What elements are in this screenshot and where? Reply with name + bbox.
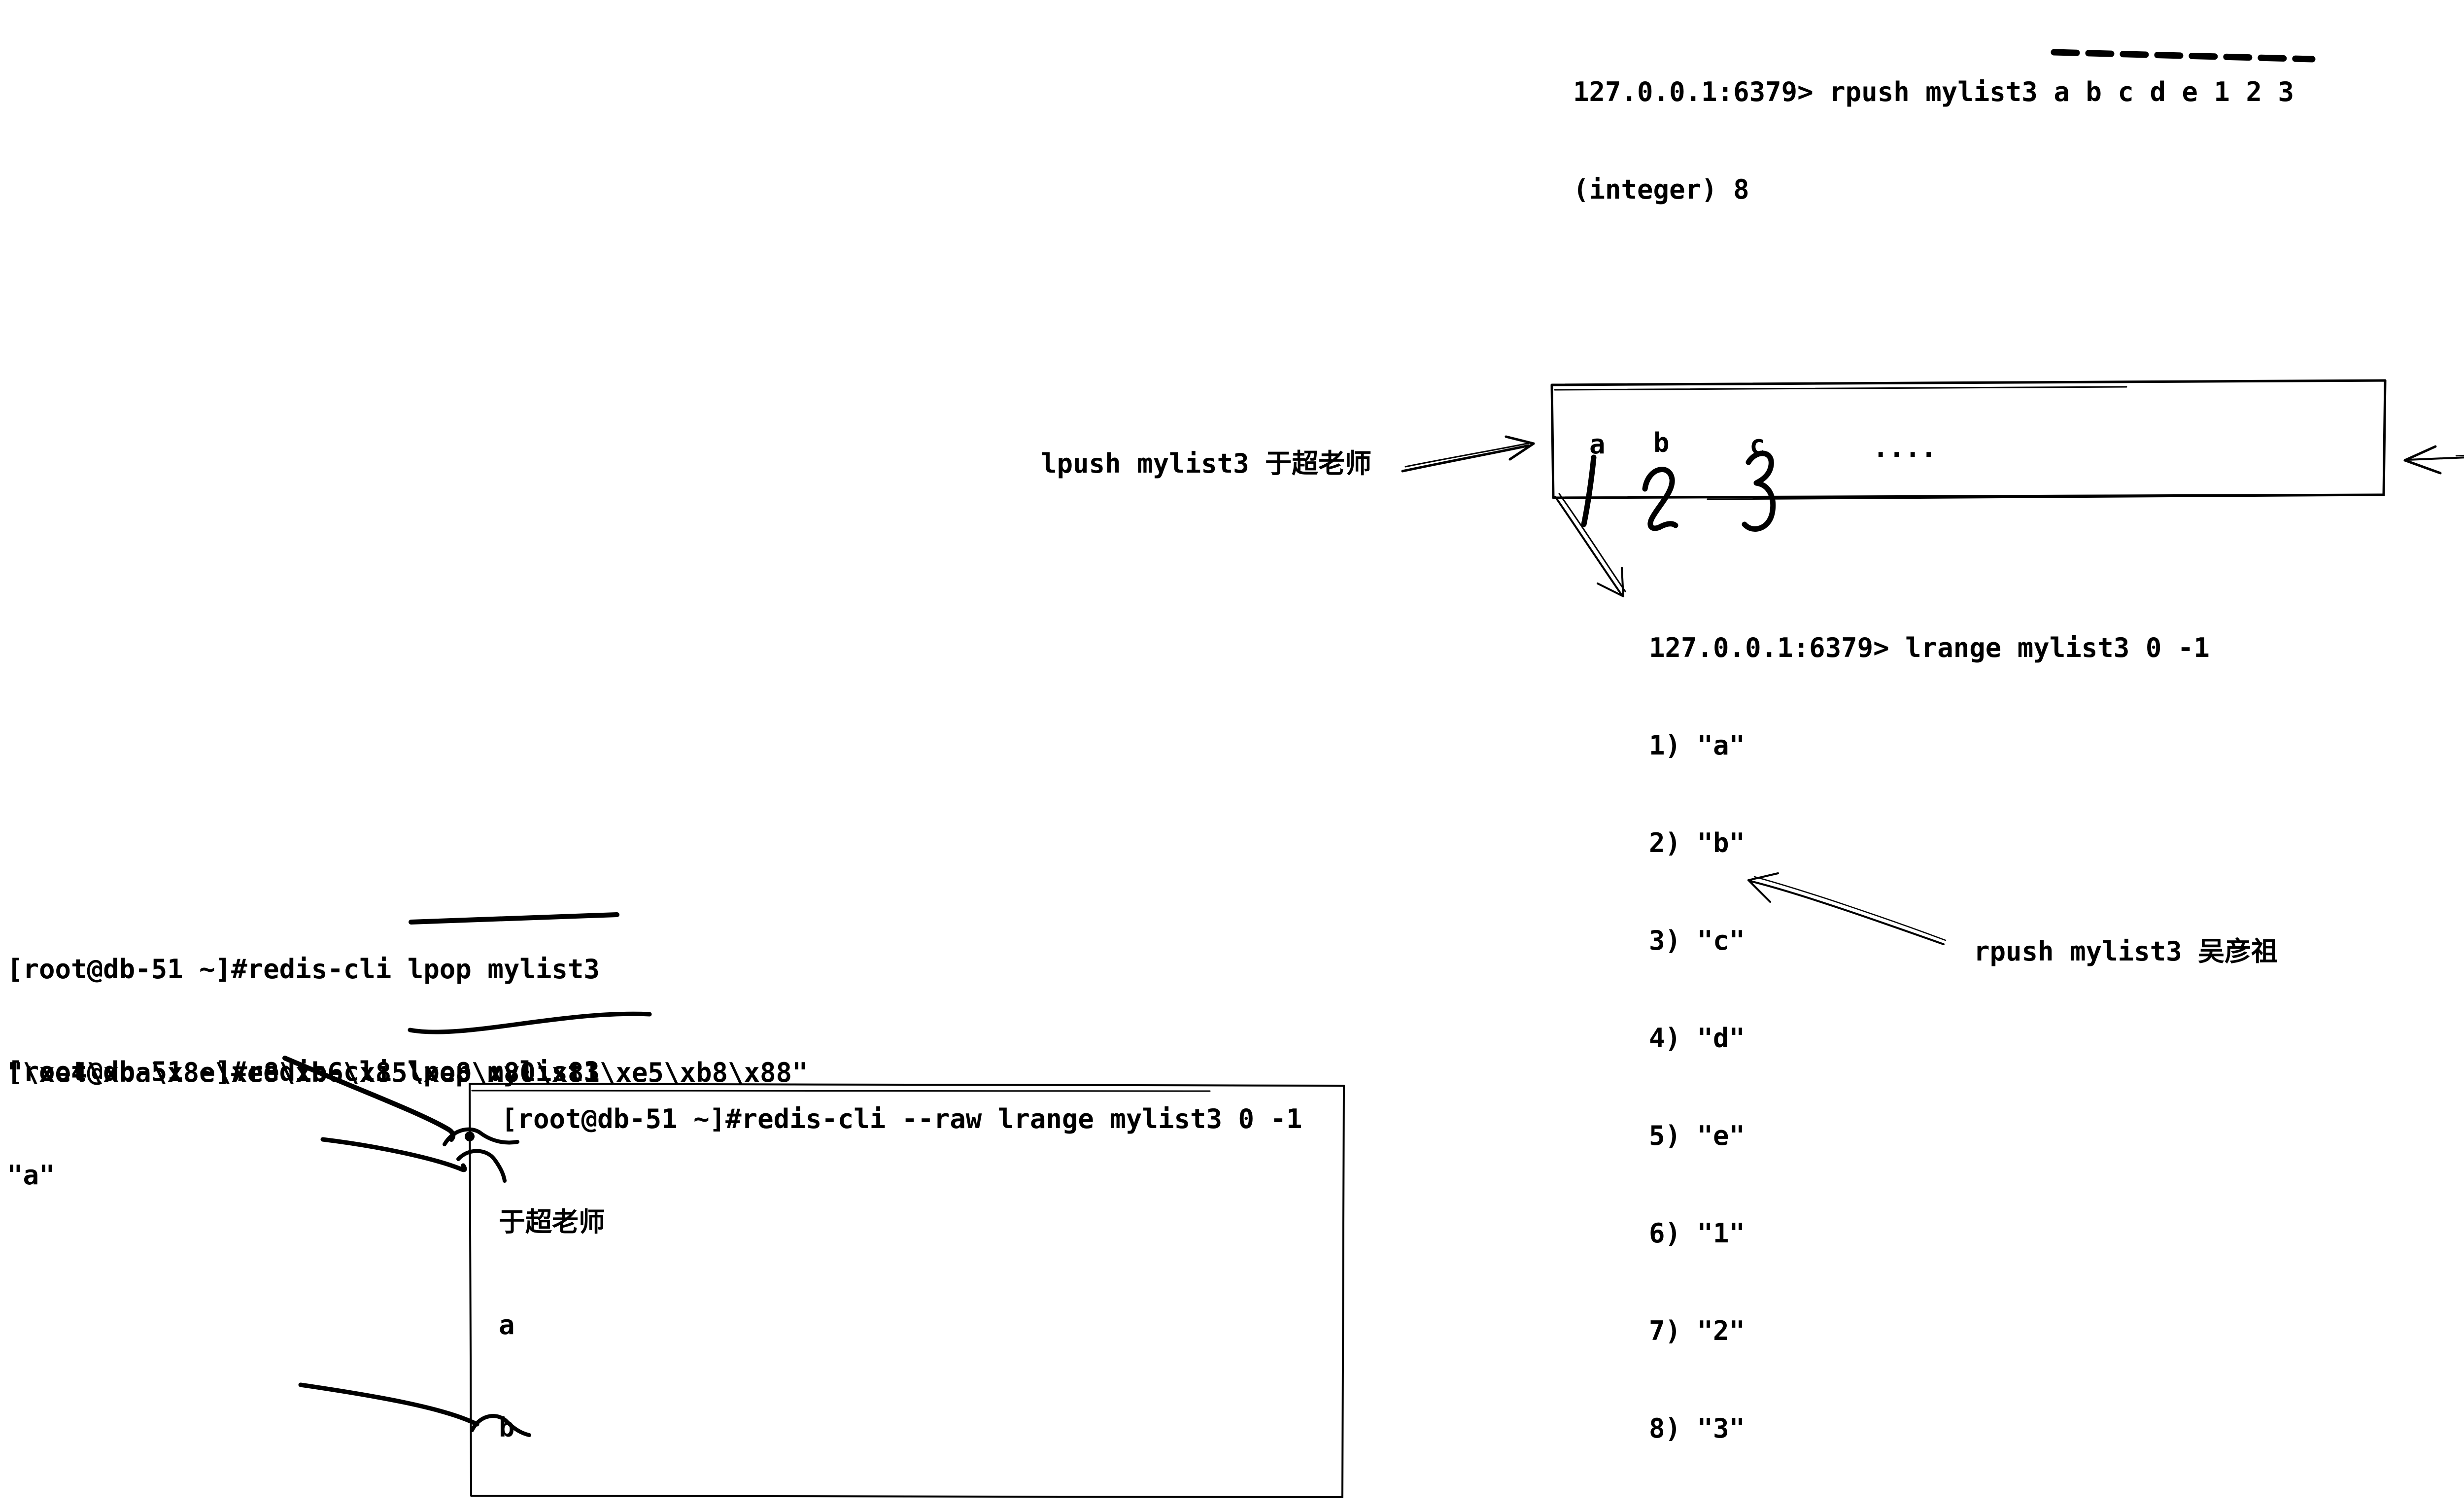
lrange-command: 127.0.0.1:6379> lrange mylist3 0 -1 <box>1649 632 2210 663</box>
handwritten-digit-2 <box>1642 467 1678 531</box>
top-terminal: 127.0.0.1:6379> rpush mylist3 a b c d e … <box>1573 11 2294 271</box>
lrange-line: 2) "b" <box>1649 827 1745 858</box>
lpop2-result: "a" <box>7 1160 55 1191</box>
lpop1-command: [root@db-51 ~]#redis-cli lpop mylist3 <box>7 954 600 985</box>
lpop1-result: "\xe4\xba\x8e\xe8\xb6\x85\xe8\x80\x81\xe… <box>7 1057 808 1088</box>
rpush-wu-label: rpush mylist3 吴彦祖 <box>1974 936 2278 967</box>
lrange-line: 3) "c" <box>1649 925 1745 956</box>
lpop-terminal-1: [root@db-51 ~]#redis-cli lpop mylist3 "\… <box>7 883 808 1159</box>
top-terminal-result: (integer) 8 <box>1573 174 1749 205</box>
diagonal-arrow-to-lrange <box>1554 493 1626 597</box>
list-box-item-ellipsis: .... <box>1873 432 1937 463</box>
list-box-item-c: c <box>1749 429 1766 460</box>
lpush-label: lpush mylist3 于超老师 <box>1041 448 1372 479</box>
lrange-line: 1) "a" <box>1649 730 1745 761</box>
list-box-item-b: b <box>1653 427 1670 458</box>
raw-terminal-command: [root@db-51 ~]#redis-cli --raw lrange my… <box>501 1103 1302 1134</box>
top-terminal-command: 127.0.0.1:6379> rpush mylist3 a b c d e … <box>1573 76 2294 107</box>
handwritten-digit-1 <box>1581 454 1597 527</box>
list-box-outline <box>1550 379 2387 500</box>
rpush-arrow <box>2403 445 2464 475</box>
lpop2-command: [root@db-51 ~]#redis-cli lpop mylist3 <box>7 1056 600 1087</box>
lrange-line: 6) "1" <box>1649 1218 1745 1249</box>
lrange-line: 7) "2" <box>1649 1315 1745 1346</box>
lrange-line: 8) "3" <box>1649 1413 1745 1444</box>
lpop-terminal-2: [root@db-51 ~]#redis-cli lpop mylist3 "a… <box>7 986 600 1262</box>
lrange-line: 5) "e" <box>1649 1120 1745 1151</box>
handwritten-digit-3 <box>1742 450 1776 532</box>
lpush-arrow <box>1401 435 1535 473</box>
raw-line: a <box>499 1309 515 1340</box>
list-box-item-a: a <box>1589 429 1606 460</box>
curl-arrow-last-value <box>298 1382 531 1437</box>
raw-terminal-lines: 于超老师 a b c d e 1 2 3 吴彦祖 <box>499 1136 605 1510</box>
lrange-terminal: 127.0.0.1:6379> lrange mylist3 0 -1 1) "… <box>1649 567 2210 1510</box>
lrange-line: 4) "d" <box>1649 1023 1745 1054</box>
raw-line: 于超老师 <box>499 1206 605 1237</box>
raw-line: b <box>499 1412 515 1443</box>
